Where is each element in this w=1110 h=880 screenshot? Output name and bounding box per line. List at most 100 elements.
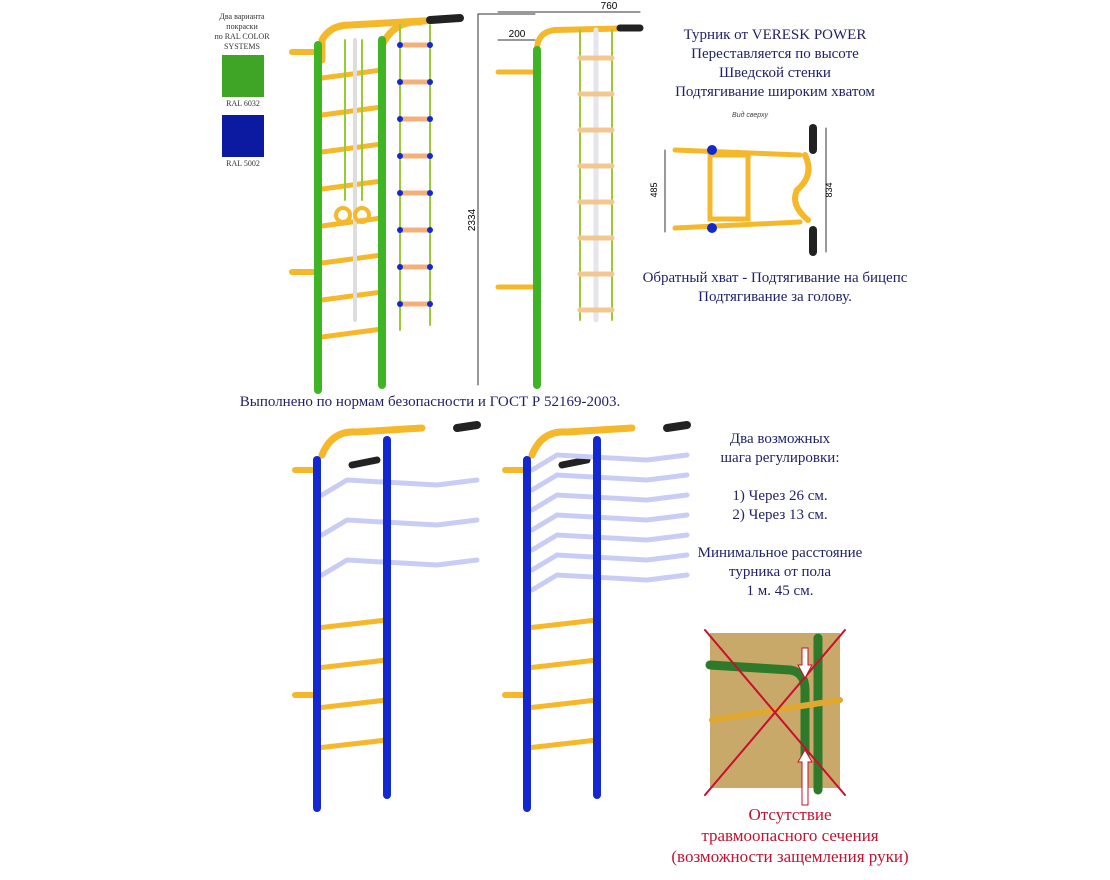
rung [319, 104, 385, 118]
dim-760: 760 [601, 1, 618, 12]
clamp [427, 190, 433, 196]
grip [558, 456, 591, 469]
arrow-down-icon [797, 647, 813, 680]
rung [319, 252, 385, 266]
palette-heading: Два варианта покраски по RAL COLOR SYSTE… [212, 12, 272, 52]
rung [319, 67, 385, 81]
clamp [397, 264, 403, 270]
info-line: турника от пола [729, 564, 831, 580]
palette-heading-line: Два варианта [219, 12, 265, 21]
info-line: Минимальное расстояние [697, 545, 863, 561]
clamp [397, 42, 403, 48]
rung [314, 657, 390, 671]
blue-wall-two-positions [292, 421, 481, 812]
rung [319, 178, 385, 192]
rung [319, 289, 385, 303]
rung [314, 697, 390, 711]
dim-485: 485 [649, 182, 659, 197]
safety-note: Отсутствие травмоопасного сечения (возмо… [640, 804, 940, 867]
tube [672, 147, 803, 158]
safety-line: (возможности защемления руки) [671, 847, 909, 866]
pullup-bar-alt-position [529, 572, 690, 593]
info-line: Два возможных [729, 431, 831, 447]
pullup-bar-alt-position [529, 472, 690, 493]
arrow-up-icon [797, 749, 813, 806]
rung [319, 215, 385, 229]
rung [524, 617, 600, 631]
pullup-bar-alt-position [319, 477, 480, 498]
rung [319, 141, 385, 155]
pullup-bar-alt-position [529, 492, 690, 513]
pullup-bar-alt-position [529, 532, 690, 553]
clamp [397, 79, 403, 85]
grip-info: Обратный хват - Подтягивание на бицепс П… [610, 269, 940, 307]
swatch-blue-label: RAL 5002 [226, 159, 260, 168]
pullup-info: Турник от VERESK POWER Переставляется по… [640, 26, 910, 102]
tube [792, 152, 812, 223]
swatch-green-label: RAL 6032 [226, 99, 260, 108]
clamp [427, 264, 433, 270]
info-line: 1 м. 45 см. [746, 583, 814, 599]
pullup-bar [528, 424, 636, 459]
cross-line [704, 629, 846, 796]
gym-ring [353, 206, 371, 224]
top-view-caption: Вид сверху [732, 111, 768, 119]
clamp [707, 145, 717, 155]
frame [707, 152, 751, 222]
swatch-blue [222, 115, 264, 157]
clamp [707, 223, 717, 233]
blue-wall-many-positions [502, 421, 691, 812]
rung [524, 657, 600, 671]
pullup-bar-alt-position [319, 517, 480, 538]
clamp [427, 79, 433, 85]
dim-834: 834 [824, 182, 834, 197]
standard-note: Выполнено по нормам безопасности и ГОСТ … [239, 394, 621, 410]
grip [348, 456, 381, 469]
gym-ring [334, 206, 352, 224]
pullup-bar [318, 424, 426, 459]
grip [453, 421, 481, 432]
clamp [397, 227, 403, 233]
swatch-green [222, 55, 264, 97]
info-line: Обратный хват - Подтягивание на бицепс [642, 270, 908, 286]
top-view-drawing [664, 124, 827, 256]
front-view-drawing [477, 11, 644, 389]
clamp [397, 116, 403, 122]
clamp [427, 227, 433, 233]
rung [524, 697, 600, 711]
rung [314, 737, 390, 751]
info-line: Переставляется по высоте [691, 46, 859, 62]
clamp [427, 153, 433, 159]
dim-200: 200 [509, 29, 526, 40]
rung [314, 617, 390, 631]
info-line: Турник от VERESK POWER [683, 27, 867, 43]
palette-heading-line: по RAL COLOR [214, 32, 270, 41]
rung [524, 737, 600, 751]
green-wall-bars-illustration [289, 14, 464, 394]
photo-tube [705, 660, 810, 765]
step-line: 1) Через 26 см. [732, 488, 828, 504]
clamp [427, 42, 433, 48]
pullup-bar [318, 16, 444, 64]
clamp [427, 301, 433, 307]
crossed-out-photo [704, 629, 846, 806]
info-line: Подтягивание за голову. [698, 289, 852, 305]
pullup-bar-alt-position [529, 552, 690, 573]
clamp [397, 301, 403, 307]
rung [319, 326, 385, 340]
step-line: 2) Через 13 см. [732, 507, 828, 523]
grip [426, 14, 464, 24]
palette-heading-line: покраски [226, 22, 258, 31]
clamp [397, 190, 403, 196]
palette-heading-line: SYSTEMS [223, 42, 260, 51]
adjustment-info: Два возможных шага регулировки: 1) Через… [680, 430, 880, 601]
safety-line: Отсутствие [748, 805, 832, 824]
pullup-bar-alt-position [529, 452, 690, 473]
dim-2334: 2334 [467, 208, 478, 231]
grip [663, 421, 691, 432]
pullup-bar-alt-position [319, 557, 480, 578]
pullup-bar-alt-position [529, 512, 690, 533]
info-line: Подтягивание широким хватом [675, 84, 875, 100]
clamp [427, 116, 433, 122]
